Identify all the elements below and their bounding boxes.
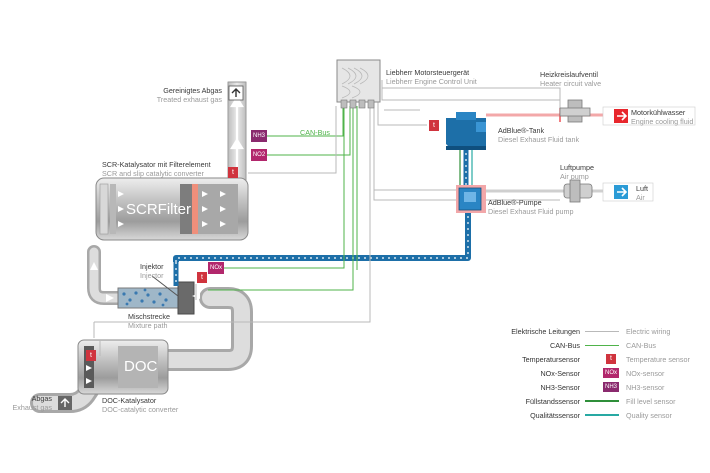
pipe-arrows <box>90 262 114 302</box>
adblue-pump <box>456 185 486 213</box>
mixer <box>117 275 200 315</box>
electric-wiring <box>93 80 561 356</box>
legend-item-quality: Qualitätssensor Quality sensor <box>530 411 672 420</box>
temp-sensor-swatch: t <box>606 354 616 364</box>
coolant-tag <box>602 106 696 126</box>
nox-sensor-swatch: NOx <box>603 368 619 378</box>
nh3-sensor-swatch: NH3 <box>603 382 619 392</box>
scr-filter-text: SCRFilter <box>126 201 192 218</box>
adblue-lines <box>173 150 471 286</box>
adblue-tank <box>446 112 486 150</box>
line-swatch <box>585 400 619 402</box>
exhaust-inlet-icon <box>58 396 72 410</box>
engine-control-unit <box>336 59 381 109</box>
tailpipe-arrows <box>230 95 244 175</box>
temp-sensor-tank: t <box>429 120 439 131</box>
line-swatch <box>585 331 619 332</box>
can-bus-lines <box>208 106 358 291</box>
doc-text: DOC <box>124 358 158 375</box>
treated-exhaust-icon <box>228 85 244 101</box>
air-pump <box>563 179 593 203</box>
air-tag <box>602 182 654 202</box>
nh3-sensor-box: NH3 <box>251 130 267 142</box>
temp-sensor-mixer: t <box>197 272 207 283</box>
canbus-label: CAN-Bus <box>300 128 330 137</box>
heater-valve <box>559 99 591 123</box>
legend-item-canbus: CAN-Bus CAN-Bus <box>550 341 656 350</box>
temp-sensor-doc: t <box>86 350 96 361</box>
no2-sensor-box: NO2 <box>251 149 267 161</box>
legend-item-electric: Elektrische Leitungen Electric wiring <box>511 327 671 336</box>
legend-item-nh3: NH3-Sensor NH3 NH3-sensor <box>540 382 665 392</box>
line-swatch <box>585 414 619 416</box>
line-swatch <box>585 345 619 346</box>
temp-sensor-scr: t <box>228 167 238 178</box>
nox-sensor-box: NOx <box>208 262 224 274</box>
legend-item-fill: Füllstandssensor Fill level sensor <box>525 397 676 406</box>
scr-filter <box>95 177 249 241</box>
legend-item-temp: Temperatursensor t Temperature sensor <box>522 354 690 364</box>
legend-item-nox: NOx-Sensor NOx NOx-sensor <box>540 368 665 378</box>
